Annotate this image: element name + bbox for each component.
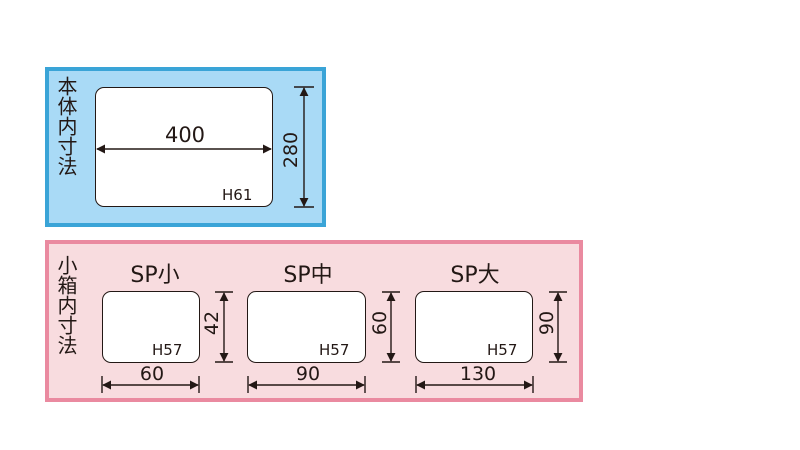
- sp-large-height-label: H57: [487, 341, 518, 359]
- sp-small-name: SP小: [130, 263, 180, 288]
- sp-medium-box-outline: [247, 291, 366, 363]
- sp-medium-name: SP中: [283, 263, 333, 288]
- sp-small-height-label: H57: [152, 341, 183, 359]
- body-height-label: H61: [222, 186, 253, 204]
- sp-medium-height-label: H57: [319, 341, 350, 359]
- sp-small-box-outline: [102, 291, 200, 363]
- body-section-title: 本体内寸法: [54, 76, 78, 176]
- small-section-title: 小箱内寸法: [54, 255, 78, 355]
- sp-medium-width-label: 90: [295, 363, 321, 385]
- sp-small-width-label: 60: [139, 363, 165, 385]
- sp-large-name: SP大: [450, 263, 500, 288]
- sp-large-box-outline: [415, 291, 533, 363]
- body-width-label: 400: [164, 123, 206, 147]
- sp-large-width-label: 130: [459, 363, 497, 385]
